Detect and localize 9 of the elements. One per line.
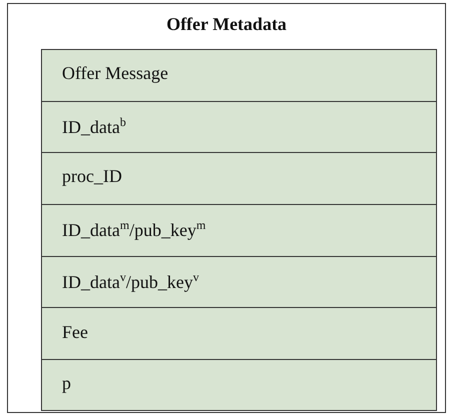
row-text: ID_data$^{v}$/pub_key$^{v}$ [62, 270, 199, 293]
row-text: Offer Message [62, 63, 168, 84]
row-text: p [62, 373, 71, 394]
table-frame [7, 3, 446, 413]
row-text: Fee [62, 322, 88, 342]
row-text: ID_data$^{b}$ [62, 114, 126, 138]
row-text: proc_ID [62, 166, 122, 188]
row-text: ID_data$^{m}$/pub_key$^{m}$ [62, 218, 206, 242]
table-heading: Offer Metadata [165, 14, 288, 35]
